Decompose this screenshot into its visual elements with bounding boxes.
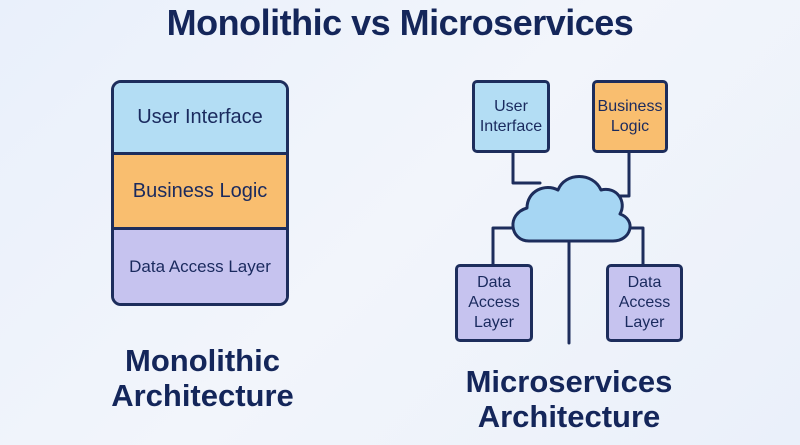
service-data-access-right: Data Access Layer: [606, 264, 683, 342]
monolithic-caption: Monolithic Architecture: [95, 343, 310, 413]
microservices-caption-line1: Microservices: [465, 364, 673, 399]
connector-ui-to-cloud: [511, 151, 542, 185]
monolith-business-logic-layer: Business Logic: [114, 152, 286, 230]
microservices-caption: Microservices Architecture: [443, 364, 695, 434]
service-business-logic: Business Logic: [592, 80, 668, 153]
service-user-interface: User Interface: [472, 80, 550, 153]
microservices-caption-line2: Architecture: [477, 399, 661, 434]
connector-cloud-to-data1: [491, 226, 518, 266]
connector-logic-to-cloud: [611, 151, 631, 198]
monolith-ui-layer: User Interface: [114, 83, 286, 152]
page-title: Monolithic vs Microservices: [166, 2, 634, 43]
monolith-stack: User Interface Business Logic Data Acces…: [111, 80, 289, 306]
monolithic-caption-line2: Architecture: [111, 378, 294, 413]
service-data-access-left: Data Access Layer: [455, 264, 533, 342]
monolith-data-access-layer: Data Access Layer: [114, 230, 286, 303]
cloud-icon: [511, 175, 632, 243]
monolithic-caption-line1: Monolithic: [125, 343, 280, 378]
